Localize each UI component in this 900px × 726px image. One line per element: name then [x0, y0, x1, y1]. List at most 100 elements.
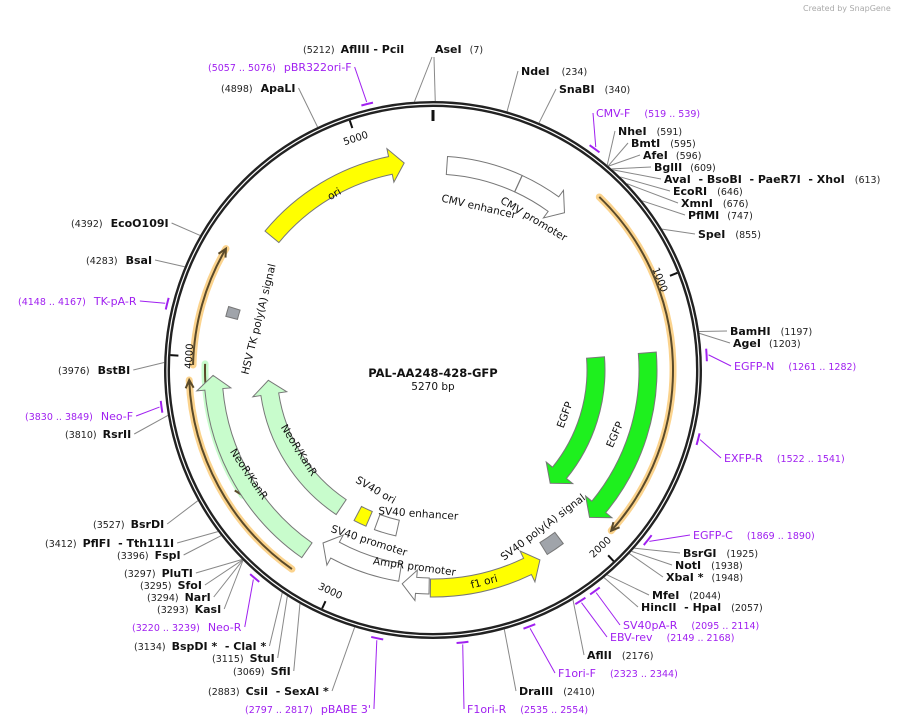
enzyme-bstBI[interactable]: (3976)BstBI: [58, 364, 130, 377]
leader-lines: [133, 56, 731, 692]
enzyme-kasI[interactable]: (3293)KasI: [157, 603, 221, 616]
enzyme-pluTI[interactable]: (3297)PluTI: [124, 567, 193, 580]
enzyme-bamHI[interactable]: BamHI(1197): [730, 325, 812, 338]
primer-ebv-rev[interactable]: EBV-rev(2149 .. 2168): [610, 631, 734, 644]
primer-leader-line: [592, 112, 597, 148]
enzyme-leader-line: [608, 154, 641, 167]
primer-exfp-r[interactable]: EXFP-R(1522 .. 1541): [724, 452, 845, 465]
enzyme-aseI[interactable]: AseI(7): [435, 43, 483, 56]
primer-neo-f[interactable]: (3830 .. 3849)Neo-F: [25, 410, 133, 423]
feature-label-hsv-tk-polya[interactable]: HSV TK poly(A) signal: [240, 263, 279, 376]
enzyme-xbaI[interactable]: XbaI *(1948): [666, 571, 743, 584]
primer-f1ori-f[interactable]: F1ori-F(2323 .. 2344): [558, 667, 678, 680]
feature-sv40-enhancer[interactable]: [373, 513, 400, 537]
enzyme-bmtI[interactable]: BmtI(595): [631, 137, 696, 150]
enzyme-leader-line: [538, 88, 557, 124]
primer-mark: [164, 297, 170, 310]
enzyme-pflFI-tth111I[interactable]: (3412)PflFI - Tth111I: [45, 537, 174, 550]
feature-label-ori[interactable]: ori: [326, 186, 344, 203]
primer-tk-pa-r[interactable]: (4148 .. 4167)TK-pA-R: [18, 295, 137, 308]
primer-sv40pa-r[interactable]: SV40pA-R(2095 .. 2114): [623, 619, 759, 632]
enzyme-leader-line: [171, 222, 201, 236]
enzyme-rsrII[interactable]: (3810)RsrII: [65, 428, 131, 441]
enzyme-narI[interactable]: (3294)NarI: [147, 591, 211, 604]
feature-cmv-enhancer[interactable]: [445, 155, 523, 193]
enzyme-avaI-xhoI[interactable]: AvaI - BsoBI - PaeR7I - XhoI(613): [664, 173, 880, 186]
feature-neor-kanr[interactable]: [251, 379, 347, 516]
enzyme-snabI[interactable]: SnaBI(340): [559, 83, 630, 96]
enzyme-notI[interactable]: NotI(1938): [675, 559, 743, 572]
enzyme-leader-line: [195, 558, 243, 574]
feature-sv40-promoter[interactable]: [322, 534, 403, 582]
feature-label-sv40-ori[interactable]: SV40 ori: [353, 474, 397, 507]
primer-f1ori-r[interactable]: F1ori-R(2535 .. 2554): [467, 703, 588, 716]
feature-egfp[interactable]: [545, 356, 606, 485]
enzyme-leader-line: [213, 559, 244, 598]
primer-mark: [574, 596, 586, 605]
enzyme-bsaI[interactable]: (4283)BsaI: [86, 254, 152, 267]
enzyme-ageI[interactable]: AgeI(1203): [733, 337, 801, 350]
enzyme-afeI[interactable]: AfeI(596): [643, 149, 701, 162]
enzyme-fspI[interactable]: (3396)FspI: [117, 549, 181, 562]
feature-f1-ori[interactable]: [429, 550, 541, 598]
enzyme-ndeI[interactable]: NdeI(234): [521, 65, 587, 78]
enzyme-leader-line: [204, 559, 243, 586]
primer-marks: [135, 66, 732, 710]
enzyme-mfeI[interactable]: MfeI(2044): [652, 589, 721, 602]
enzyme-pflMI[interactable]: PflMI(747): [688, 209, 753, 222]
features: [195, 147, 658, 602]
feature-ori[interactable]: [264, 147, 405, 244]
feature-hsv-tk-poly-a-signal[interactable]: [225, 305, 241, 320]
enzyme-ecoO109I[interactable]: (4392)EcoO109I: [71, 217, 169, 230]
orf-halo: [189, 245, 230, 369]
orf-arrowhead: [609, 521, 620, 533]
primer-labels: CMV-F(519 .. 539) EGFP-N(1261 .. 1282) E…: [18, 61, 856, 716]
feature-label-sv40-polya[interactable]: SV40 poly(A) signal: [499, 492, 588, 563]
feature-sv40-ori[interactable]: [353, 505, 373, 527]
feature-sv40-poly-a-signal[interactable]: [539, 531, 564, 556]
enzyme-sfoI[interactable]: (3295)SfoI: [140, 579, 202, 592]
enzyme-leader-line: [699, 332, 731, 344]
enzyme-nheI[interactable]: NheI(591): [618, 125, 682, 138]
enzyme-leader-line: [629, 553, 664, 578]
plasmid-backbone: [164, 101, 702, 639]
feature-ampr-promoter[interactable]: [401, 568, 430, 602]
enzyme-speI[interactable]: SpeI(855): [698, 228, 761, 241]
primer-neo-r[interactable]: (3220 .. 3239)Neo-R: [132, 621, 242, 634]
enzyme-apaLI[interactable]: (4898)ApaLI: [221, 82, 296, 95]
primer-egfp-c[interactable]: EGFP-C(1869 .. 1890): [693, 529, 815, 542]
enzyme-hincII-hpaI[interactable]: HincII - HpaI(2057): [641, 601, 763, 614]
primer-leader-line: [354, 66, 368, 103]
primer-cmv-f[interactable]: CMV-F(519 .. 539): [596, 107, 700, 120]
enzyme-bsrDI[interactable]: (3527)BsrDI: [93, 518, 164, 531]
primer-leader-line: [699, 439, 722, 459]
feature-label-egfp[interactable]: EGFP: [555, 400, 576, 430]
primer-pbabe-3[interactable]: (2797 .. 2817)pBABE 3': [245, 703, 371, 716]
feature-label-egfp-2[interactable]: EGFP: [604, 420, 626, 450]
enzyme-bsrGI[interactable]: BsrGI(1925): [683, 547, 758, 560]
feature-neor-kanr[interactable]: [195, 374, 313, 559]
feature-cmv-promoter[interactable]: [514, 174, 565, 219]
enzyme-aflII[interactable]: AflII(2176): [587, 649, 653, 662]
enzyme-bglII[interactable]: BglII(609): [654, 161, 716, 174]
enzyme-leader-line: [612, 169, 662, 180]
enzyme-afliii-pcii[interactable]: (5212)AflIII - PciI: [303, 43, 404, 56]
feature-egfp[interactable]: [584, 351, 658, 519]
primer-egfp-n[interactable]: EGFP-N(1261 .. 1282): [734, 360, 856, 373]
enzyme-ecoRI[interactable]: EcoRI(646): [673, 185, 743, 198]
enzyme-bspDI-claI[interactable]: (3134)BspDI * - ClaI *: [134, 640, 266, 653]
orf-arrowhead: [184, 377, 195, 389]
primer-pbr322ori-f[interactable]: (5057 .. 5076)pBR322ori-F: [208, 61, 352, 74]
enzyme-xmnI[interactable]: XmnI(676): [681, 197, 748, 210]
enzyme-sfiI[interactable]: (3069)SfiI: [233, 665, 291, 678]
enzyme-stuI[interactable]: (3115)StuI: [212, 652, 275, 665]
enzyme-leader-line: [611, 166, 652, 170]
primer-leader-line: [595, 592, 621, 626]
enzyme-csiI-sexAI[interactable]: (2883)CsiI - SexAI *: [208, 685, 329, 698]
primer-mark: [695, 433, 701, 446]
enzyme-leader-line: [154, 259, 185, 268]
tick-label: 4000: [184, 343, 196, 369]
feature-label-sv40-enhancer[interactable]: SV40 enhancer: [378, 505, 459, 523]
enzyme-draIII[interactable]: DraIII(2410): [519, 685, 595, 698]
